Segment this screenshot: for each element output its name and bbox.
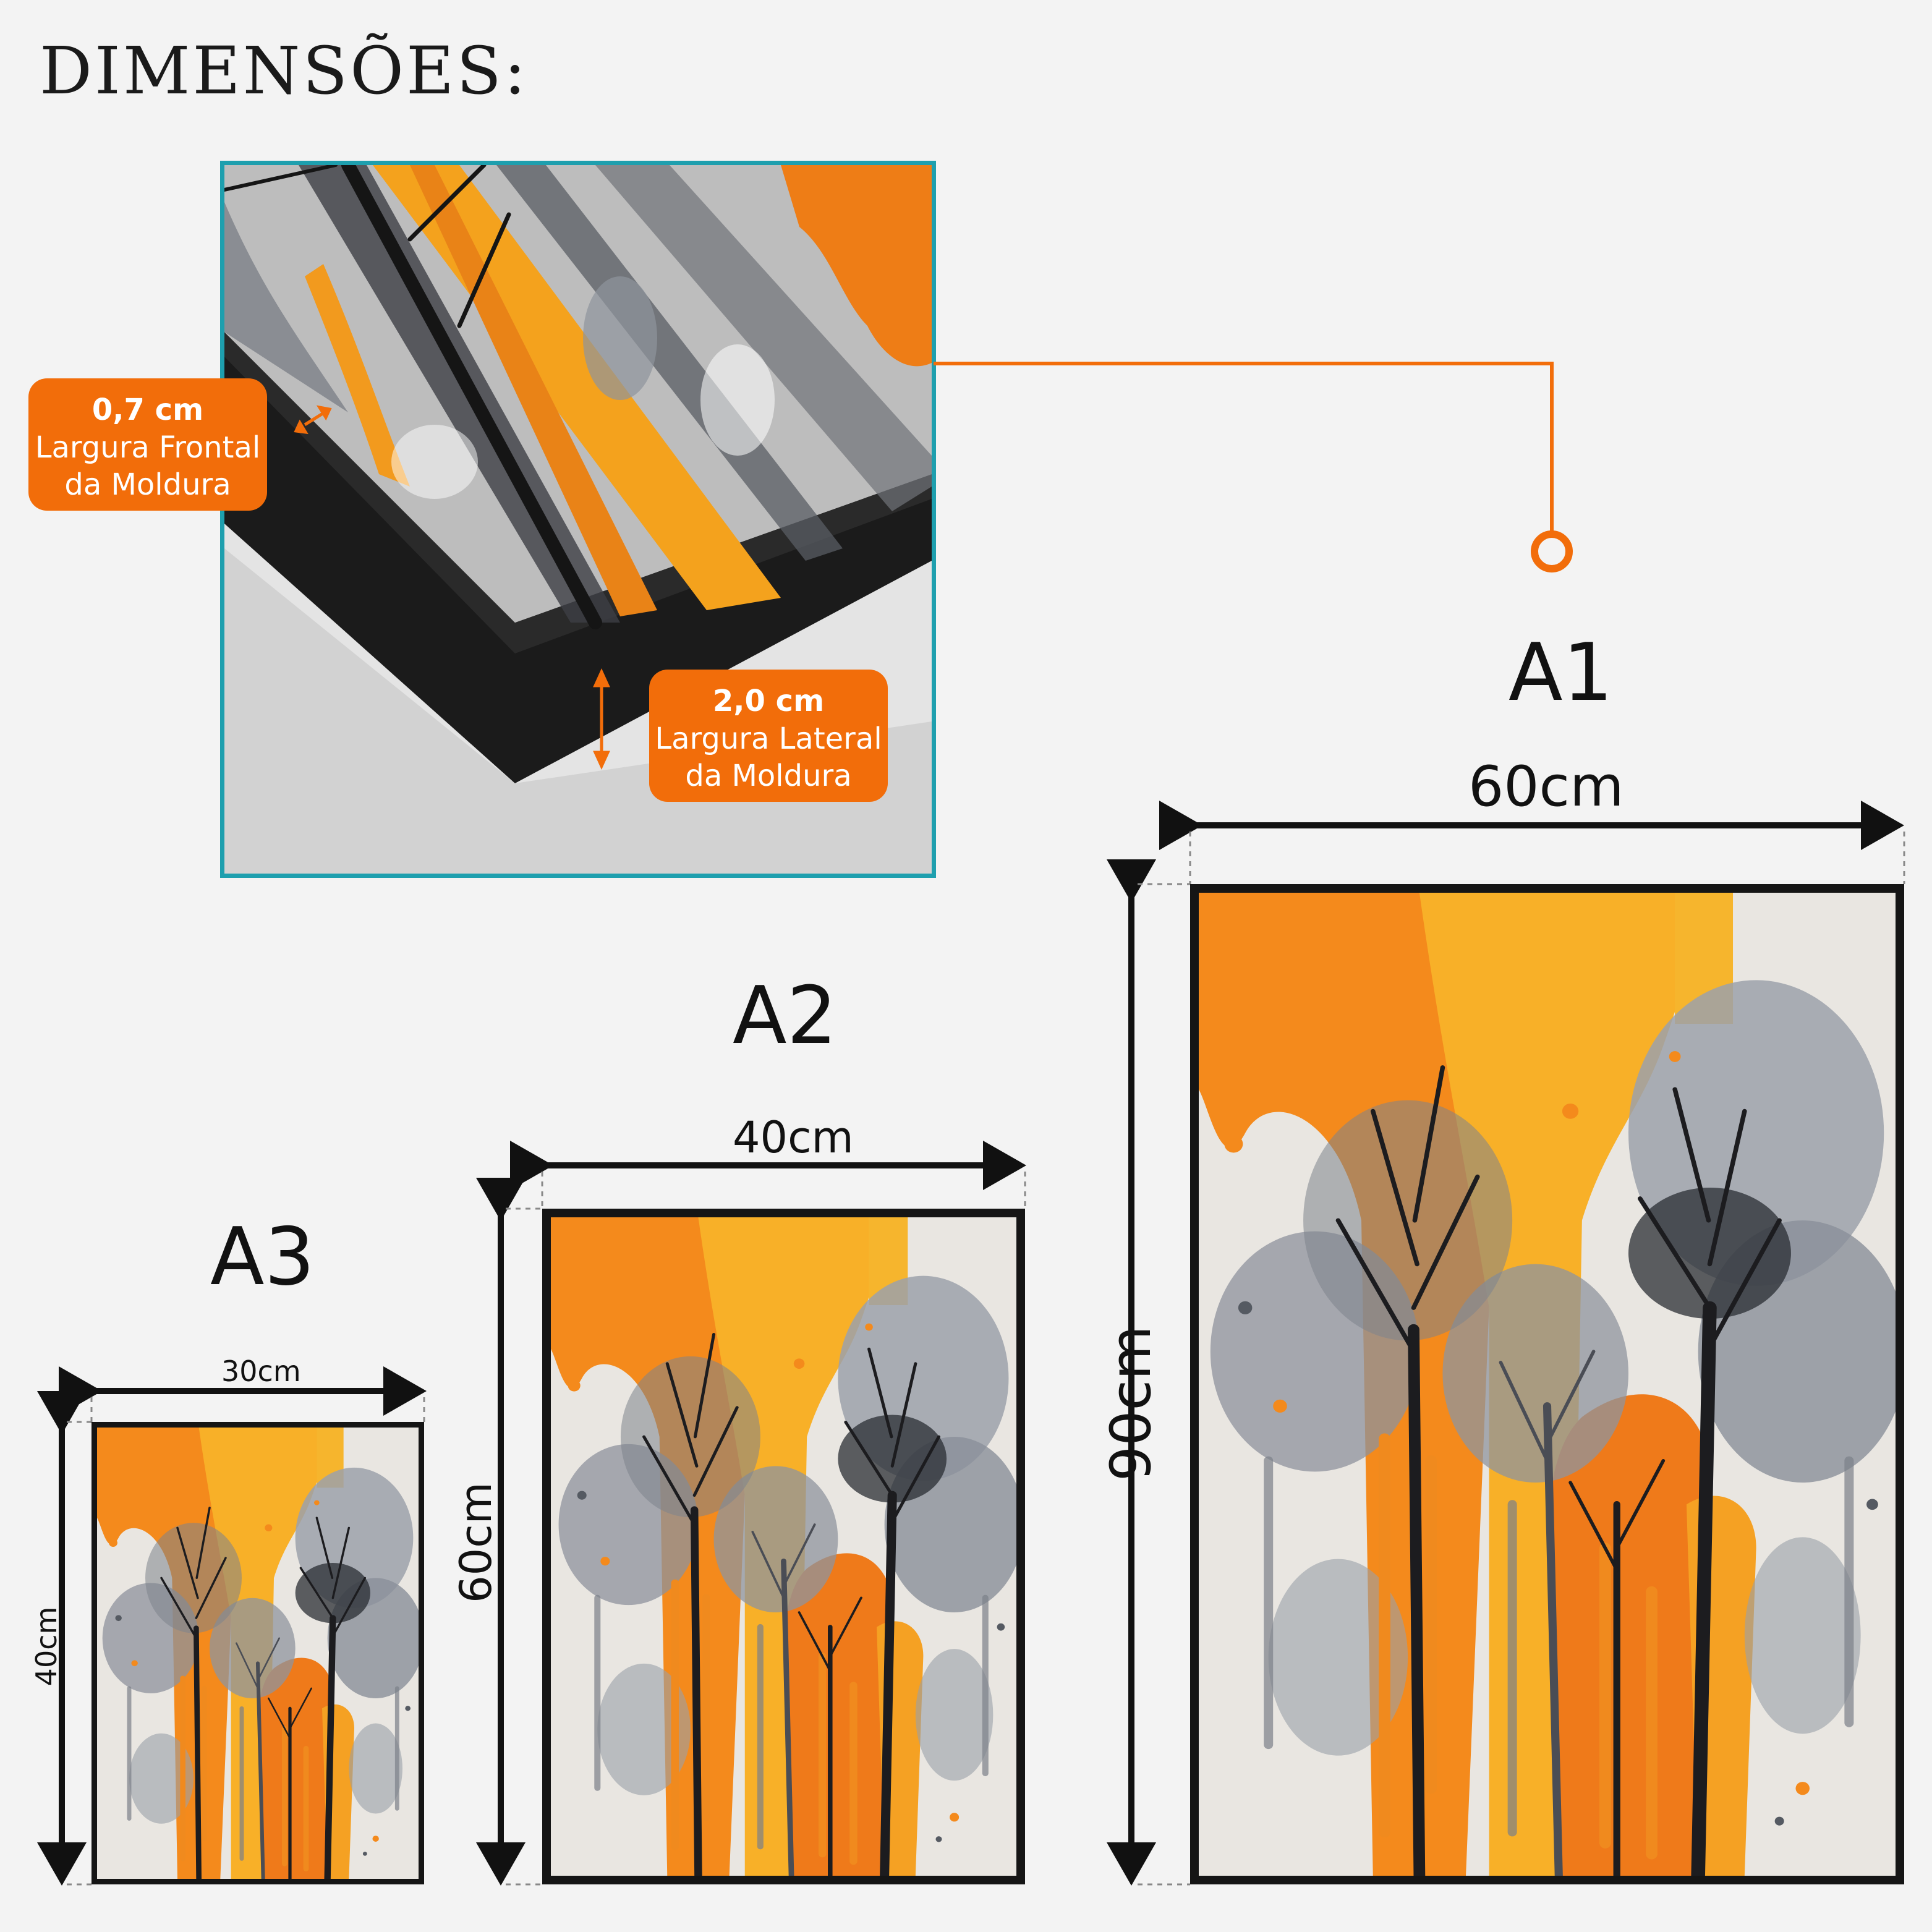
- front-width-badge: 0,7 cm Largura Frontal da Moldura: [28, 378, 267, 511]
- front-width-label-1: Largura Frontal: [35, 430, 261, 465]
- front-width-value: 0,7 cm: [91, 393, 204, 427]
- side-width-badge: 2,0 cm Largura Lateral da Moldura: [649, 670, 888, 802]
- page-title: DIMENSÕES:: [40, 33, 529, 109]
- size-a2-frame: [542, 1209, 1025, 1884]
- size-a3-frame: [91, 1422, 424, 1884]
- front-width-label-2: da Moldura: [64, 467, 231, 502]
- size-a3-width: 30cm: [221, 1355, 301, 1388]
- side-width-value: 2,0 cm: [712, 684, 825, 718]
- size-a1-height: 90cm: [1099, 1326, 1164, 1481]
- size-a1-frame: [1190, 884, 1904, 1884]
- size-a1-width: 60cm: [1468, 754, 1624, 819]
- size-a2-height: 60cm: [451, 1482, 501, 1603]
- size-a3-label: A3: [210, 1211, 315, 1303]
- size-a1-label: A1: [1509, 627, 1613, 719]
- connector-line: [934, 362, 1573, 572]
- size-a2-width: 40cm: [733, 1112, 854, 1163]
- side-width-label-2: da Moldura: [685, 759, 852, 793]
- size-a3-height: 40cm: [30, 1606, 63, 1687]
- side-width-label-1: Largura Lateral: [655, 721, 882, 756]
- size-a2-label: A2: [733, 970, 837, 1062]
